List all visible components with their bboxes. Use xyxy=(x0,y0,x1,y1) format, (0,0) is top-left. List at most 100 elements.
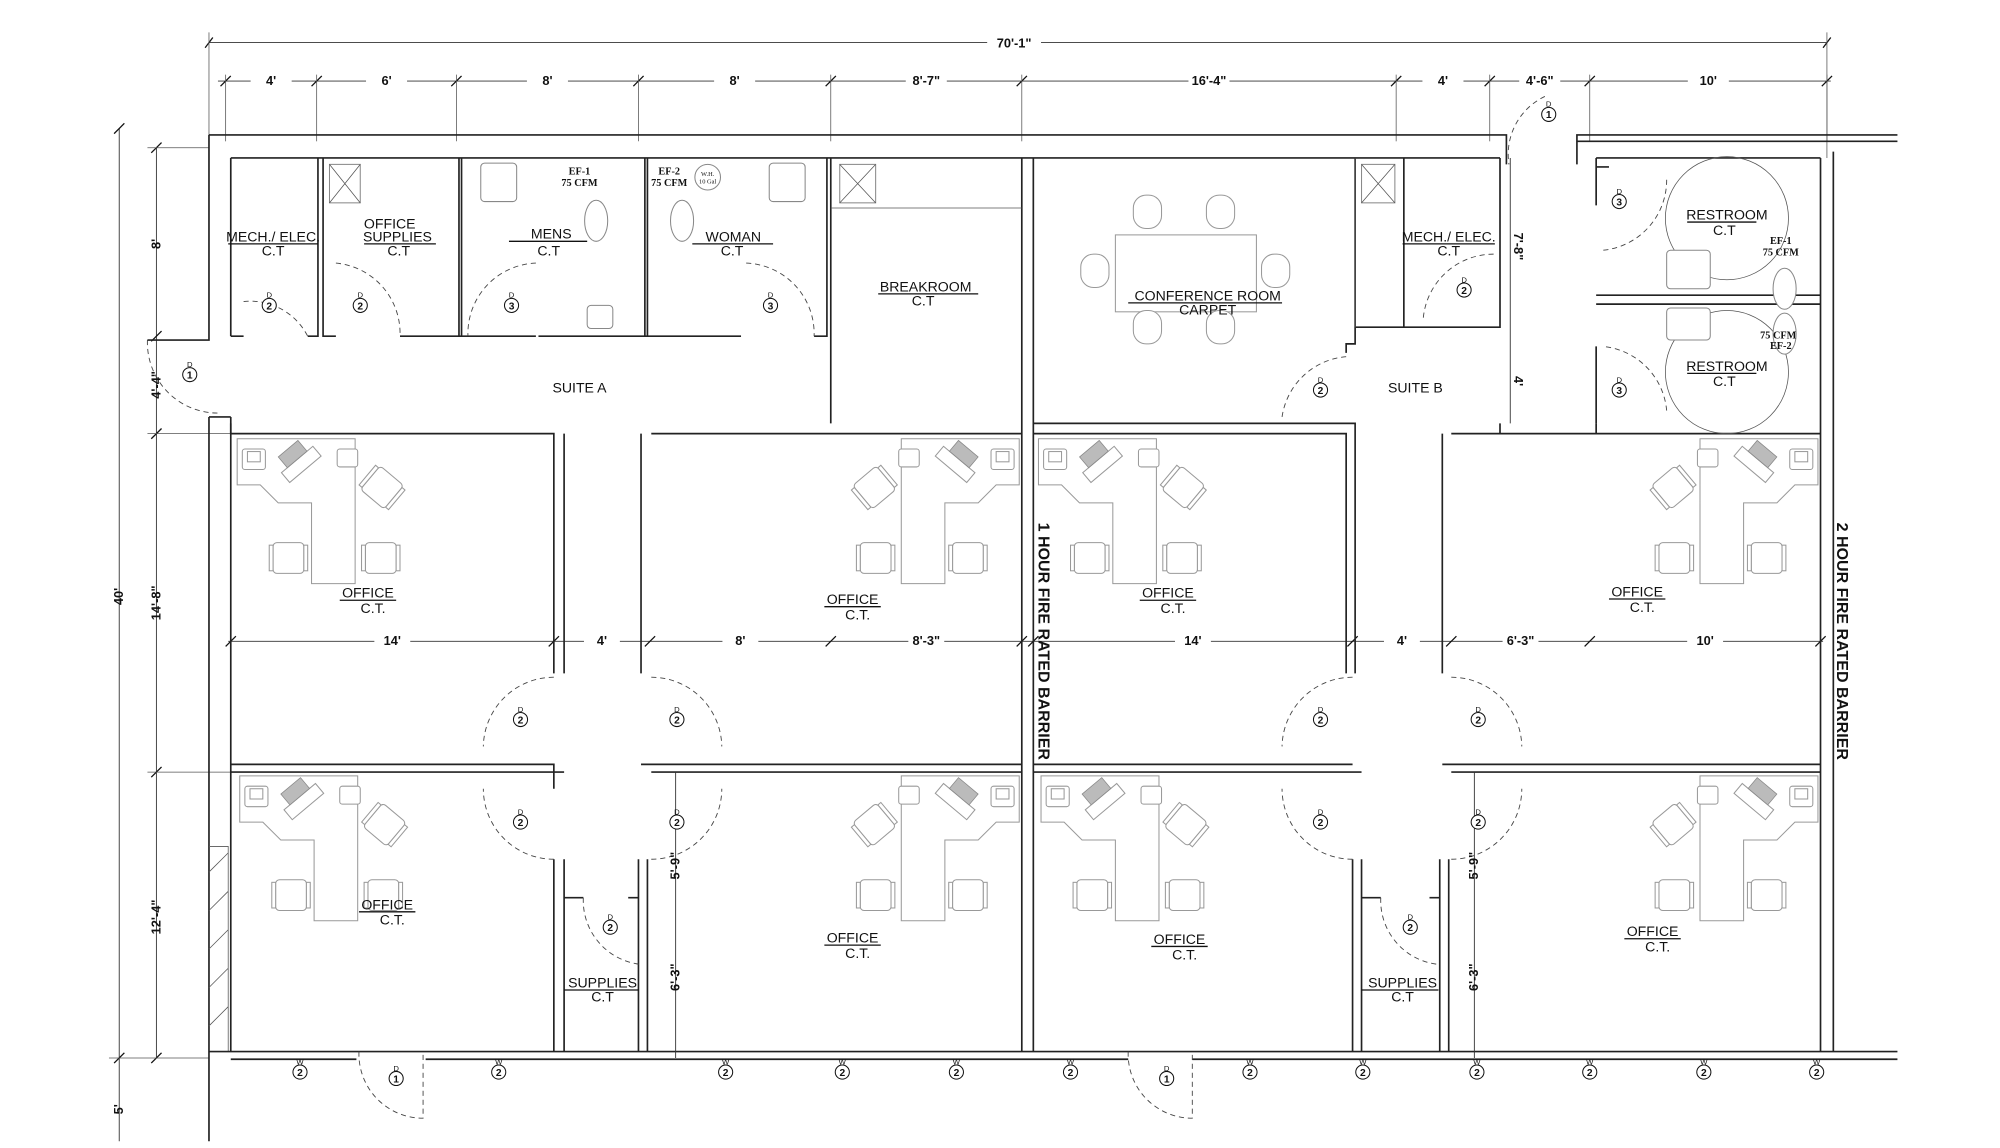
svg-text:W: W xyxy=(1067,1057,1075,1066)
svg-text:W: W xyxy=(1473,1057,1481,1066)
svg-text:D: D xyxy=(1546,100,1552,109)
svg-text:OFFICE: OFFICE xyxy=(1611,583,1663,599)
vertical-dimensions: 7'-8" 4' 5'-9" 6'-3" 5'-9" 6'-3" xyxy=(667,157,1526,1058)
svg-text:D: D xyxy=(1475,807,1481,816)
door-tag: D1 xyxy=(182,360,198,383)
svg-text:C.T: C.T xyxy=(591,989,614,1005)
door-tag: D1 xyxy=(1159,1064,1175,1087)
svg-text:OFFICE: OFFICE xyxy=(827,591,879,607)
middle-dimension-string: 14'4'8'8'-3"14'4'6'-3"10' xyxy=(225,633,1827,648)
svg-text:W: W xyxy=(495,1057,503,1066)
dimension-tick xyxy=(1445,635,1457,647)
svg-text:D: D xyxy=(674,705,680,714)
svg-text:C.T.: C.T. xyxy=(845,607,870,623)
svg-text:SUPPLIES: SUPPLIES xyxy=(1368,974,1437,990)
door-tag: D2 xyxy=(1470,705,1486,728)
svg-text:OFFICE: OFFICE xyxy=(1142,585,1194,601)
window-tag: W2 xyxy=(948,1057,964,1080)
svg-text:3: 3 xyxy=(768,301,774,312)
svg-text:2: 2 xyxy=(839,1068,845,1079)
svg-text:C.T.: C.T. xyxy=(1630,599,1655,615)
svg-text:D: D xyxy=(1318,375,1324,384)
door-tag: D2 xyxy=(261,291,277,313)
svg-text:D: D xyxy=(1475,705,1481,714)
dimension-label: 6'-3" xyxy=(1507,633,1535,648)
svg-text:D: D xyxy=(768,291,774,300)
svg-text:5'-9": 5'-9" xyxy=(1466,852,1481,880)
door-tag: D2 xyxy=(352,291,368,313)
svg-text:D: D xyxy=(518,705,524,714)
dimension-label: 8' xyxy=(542,73,552,88)
svg-text:4': 4' xyxy=(1511,376,1526,386)
svg-text:D: D xyxy=(1616,187,1622,196)
svg-text:CARPET: CARPET xyxy=(1179,301,1237,317)
svg-text:W: W xyxy=(1813,1057,1821,1066)
svg-text:2: 2 xyxy=(1475,715,1481,726)
svg-text:C.T: C.T xyxy=(537,242,560,258)
svg-text:MENS: MENS xyxy=(531,226,572,242)
window-tag: W2 xyxy=(1242,1057,1258,1080)
door-tag: D2 xyxy=(1456,275,1472,298)
office-furniture xyxy=(236,434,1819,922)
svg-text:C.T: C.T xyxy=(387,242,410,258)
svg-text:12'-4": 12'-4" xyxy=(148,900,163,935)
svg-text:W.H.: W.H. xyxy=(701,171,715,178)
svg-text:W: W xyxy=(722,1057,730,1066)
svg-text:BREAKROOM: BREAKROOM xyxy=(880,278,972,294)
svg-text:2: 2 xyxy=(954,1068,960,1079)
svg-text:1: 1 xyxy=(1164,1074,1170,1085)
svg-text:5'-9": 5'-9" xyxy=(667,852,682,880)
room-office-supplies: OFFICE SUPPLIES C.T xyxy=(363,215,436,258)
svg-text:C.T.: C.T. xyxy=(845,945,870,961)
door-tag: D2 xyxy=(1312,807,1329,830)
svg-text:2: 2 xyxy=(674,715,680,726)
svg-text:D: D xyxy=(1164,1064,1170,1073)
svg-text:EF-1: EF-1 xyxy=(1770,236,1792,247)
svg-text:OFFICE: OFFICE xyxy=(342,585,394,601)
svg-text:4'-4": 4'-4" xyxy=(148,371,163,399)
dimension-label: 8'-7" xyxy=(912,73,940,88)
svg-text:SUPPLIES: SUPPLIES xyxy=(363,228,432,244)
svg-text:D: D xyxy=(674,807,680,816)
dimension-label: 4' xyxy=(1438,73,1448,88)
dimension-label: 10' xyxy=(1700,73,1717,88)
svg-text:3: 3 xyxy=(1616,386,1622,397)
window-tag: W2 xyxy=(1696,1057,1712,1080)
svg-text:75 CFM: 75 CFM xyxy=(1763,247,1799,258)
svg-text:2: 2 xyxy=(1461,286,1467,297)
door-tag: D2 xyxy=(1312,705,1329,728)
door-tag: D2 xyxy=(1470,807,1486,830)
svg-text:2: 2 xyxy=(1318,715,1324,726)
svg-text:2: 2 xyxy=(297,1068,303,1079)
svg-text:8': 8' xyxy=(148,239,163,249)
window-tag: W2 xyxy=(1062,1057,1079,1080)
svg-text:MECH./ ELEC.: MECH./ ELEC. xyxy=(226,228,320,244)
svg-text:D: D xyxy=(1461,275,1467,284)
svg-text:SUPPLIES: SUPPLIES xyxy=(568,974,637,990)
svg-text:70'-1": 70'-1" xyxy=(997,36,1032,51)
room-supplies-a: SUPPLIES C.T xyxy=(564,974,639,1005)
dimension-label: 14' xyxy=(1184,633,1201,648)
svg-text:EF-2: EF-2 xyxy=(658,167,680,178)
door-tag: D1 xyxy=(388,1064,404,1087)
svg-text:D: D xyxy=(357,291,363,300)
svg-text:14'-8": 14'-8" xyxy=(148,585,163,620)
dimension-label: 16'-4" xyxy=(1192,73,1227,88)
svg-text:7'-8": 7'-8" xyxy=(1511,233,1526,261)
svg-text:C.T: C.T xyxy=(1713,222,1736,238)
svg-text:2: 2 xyxy=(1318,818,1324,829)
sink xyxy=(480,162,518,203)
svg-text:2: 2 xyxy=(1360,1068,1366,1079)
walls xyxy=(147,134,1898,1142)
window-tag: W2 xyxy=(1469,1057,1485,1080)
svg-text:75 CFM: 75 CFM xyxy=(561,178,597,189)
svg-text:D: D xyxy=(393,1064,399,1073)
room-woman: WOMAN C.T xyxy=(692,228,774,258)
svg-text:75 CFM: 75 CFM xyxy=(651,178,687,189)
svg-text:40': 40' xyxy=(111,588,126,605)
svg-text:75 CFM: 75 CFM xyxy=(1760,331,1796,342)
